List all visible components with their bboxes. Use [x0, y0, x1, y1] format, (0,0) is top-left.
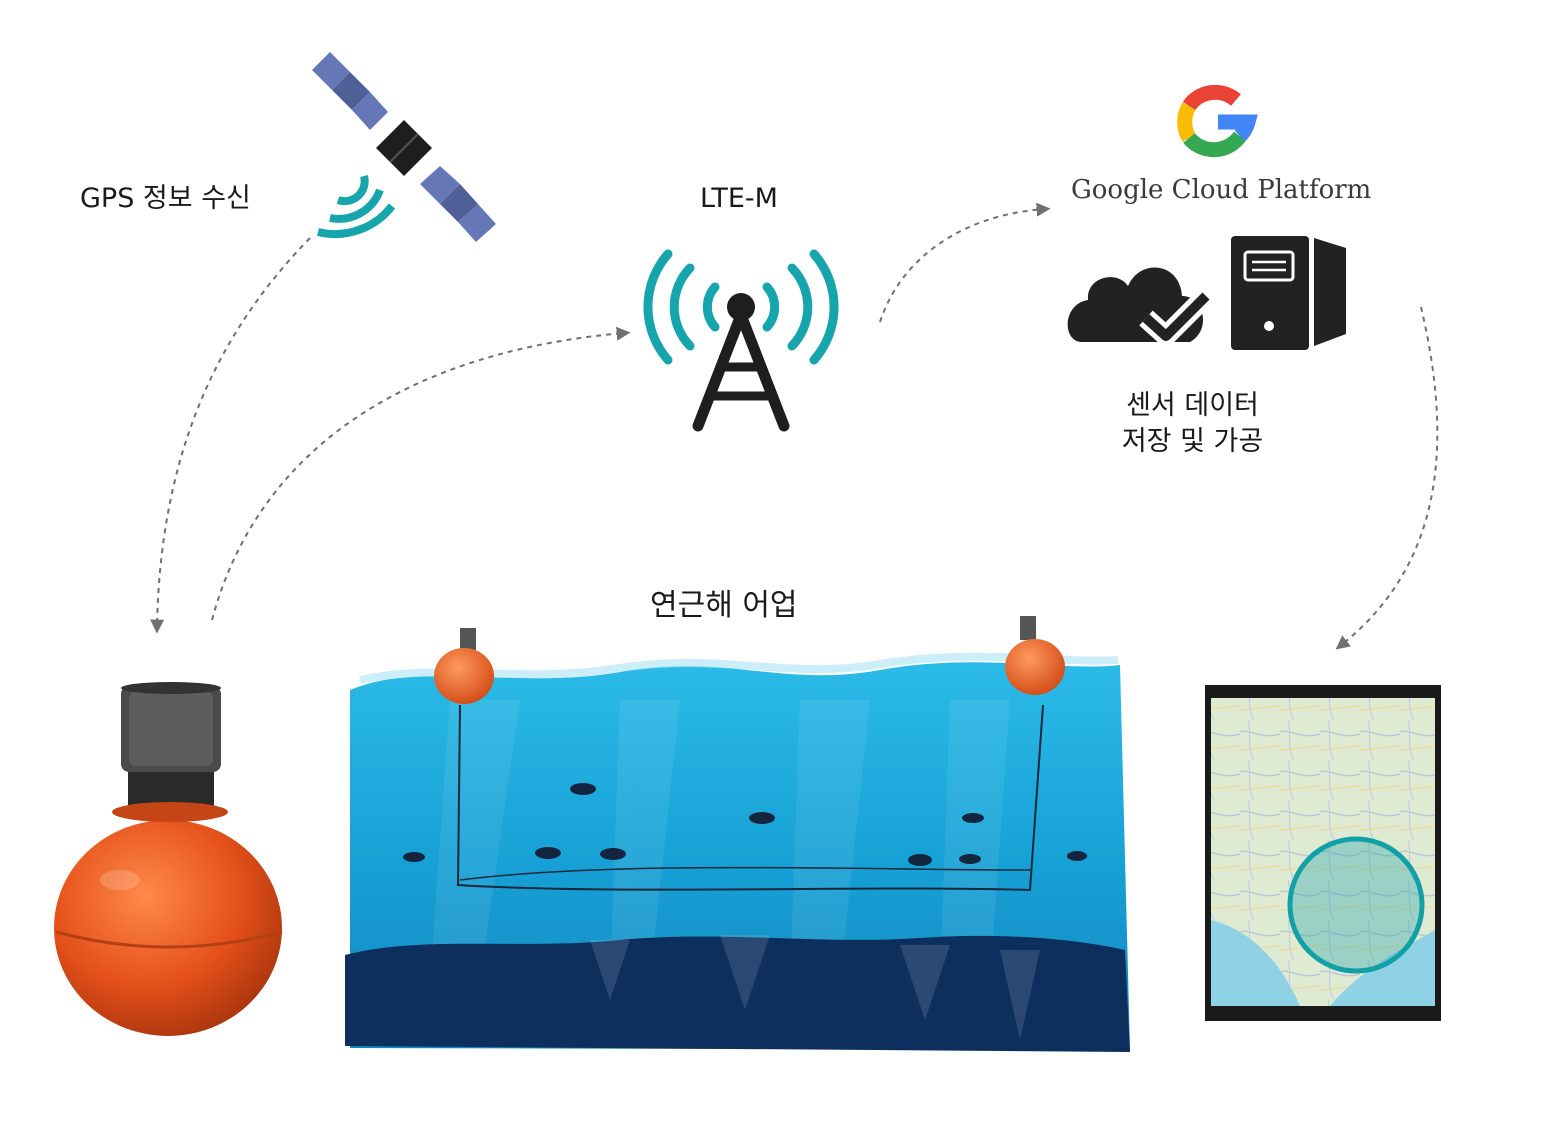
arrow-satellite-to-buoy: [150, 237, 311, 634]
fishery-label: 연근해 어업: [650, 588, 798, 623]
small-buoy-right: [1005, 616, 1065, 695]
google-logo-icon: [1177, 84, 1258, 158]
arrow-tower-to-cloud: [879, 202, 1051, 323]
cloud-check-icon: [1067, 267, 1214, 346]
gps-label: GPS 정보 수신: [80, 183, 251, 214]
tablet-map-icon: [1205, 685, 1441, 1021]
connection-arrows: [150, 202, 1439, 650]
buoy-icon: [54, 682, 283, 1036]
sea-scene: [345, 616, 1130, 1052]
storage-label: 센서 데이터 저장 및 가공: [1080, 388, 1305, 461]
cell-tower-icon: [643, 249, 839, 432]
arrow-buoy-to-tower: [211, 326, 631, 621]
server-icon: [1231, 236, 1346, 350]
lte-label: LTE-M: [700, 183, 778, 214]
satellite-icon: [312, 52, 496, 242]
storage-label-line2: 저장 및 가공: [1121, 426, 1264, 458]
arrow-cloud-to-tablet: [1335, 306, 1439, 650]
small-buoy-left: [434, 628, 494, 704]
gcp-label: Google Cloud Platform: [1071, 175, 1372, 205]
storage-label-line1: 센서 데이터: [1126, 390, 1259, 421]
